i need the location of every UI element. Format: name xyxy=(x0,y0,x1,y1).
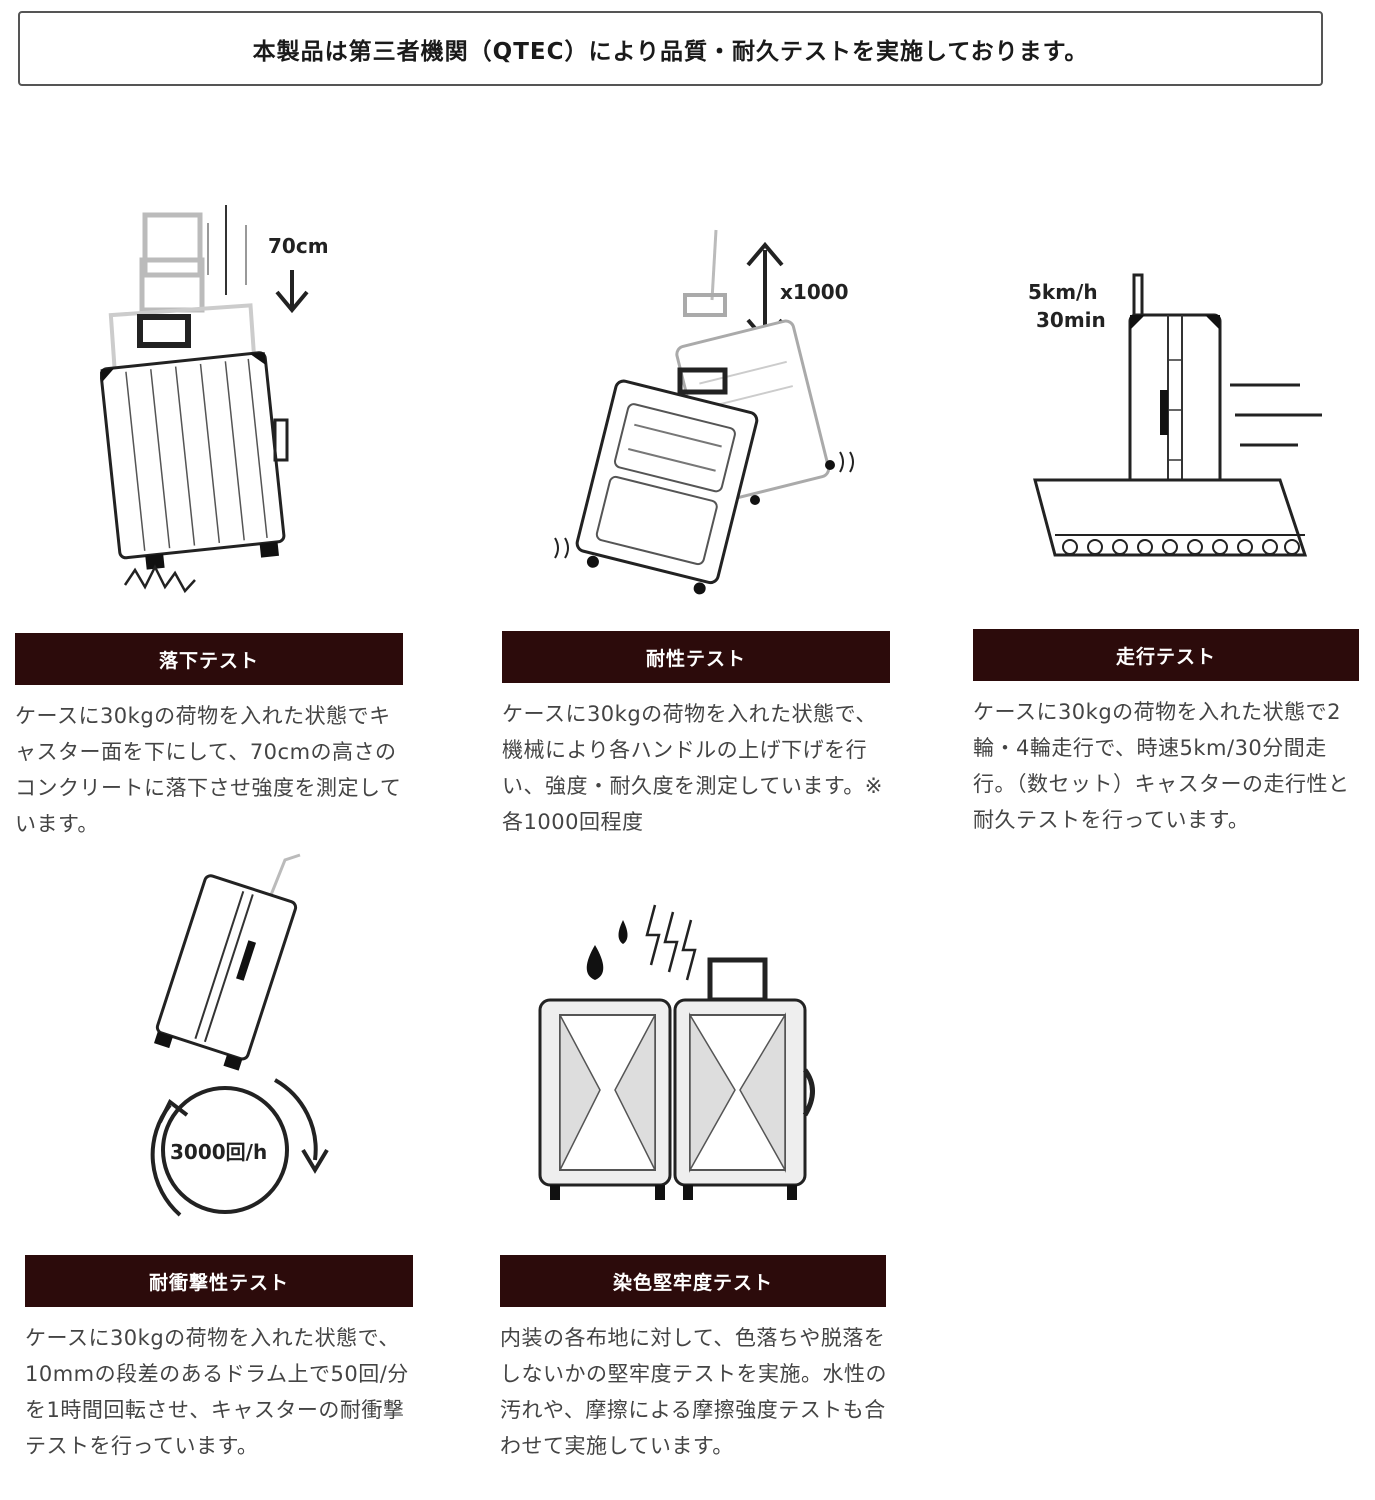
drop-height-label: 70cm xyxy=(268,234,329,258)
colorfastness-test-label: 染色堅牢度テスト xyxy=(500,1255,886,1307)
running-test-description: ケースに30kgの荷物を入れた状態で2輪・4輪走行で、時速5km/30分間走行。… xyxy=(973,700,1350,832)
colorfastness-test-description: 内装の各布地に対して、色落ちや脱落をしないかの堅牢度テストを実施。水性の汚れや、… xyxy=(500,1326,887,1458)
repeat-count-label: x1000 xyxy=(780,280,849,304)
page-banner: 本製品は第三者機関（QTEC）により品質・耐久テストを実施しております。 xyxy=(18,11,1323,86)
drop-test-suitcase-icon xyxy=(100,195,340,605)
drop-test-label: 落下テスト xyxy=(15,633,403,685)
open-suitcase-fabric-icon xyxy=(535,900,825,1210)
impact-test-description: ケースに30kgの荷物を入れた状態で、10mmの段差のあるドラム上で50回/分を… xyxy=(25,1326,409,1458)
speed-label: 5km/h xyxy=(1028,280,1098,304)
drum-test-suitcase-icon xyxy=(115,850,345,1230)
duration-label: 30min xyxy=(1036,308,1106,332)
drop-test-description: ケースに30kgの荷物を入れた状態でキャスター面を下にして、70cmの高さのコン… xyxy=(15,704,402,836)
running-test-label: 走行テスト xyxy=(973,629,1359,681)
rotation-rate-label: 3000回/h xyxy=(170,1140,268,1164)
handle-test-suitcase-icon xyxy=(540,220,870,600)
treadmill-suitcase-icon xyxy=(1030,270,1330,570)
impact-test-label: 耐衝撃性テスト xyxy=(25,1255,413,1307)
durability-test-label: 耐性テスト xyxy=(502,631,890,683)
durability-test-description: ケースに30kgの荷物を入れた状態で、機械により各ハンドルの上げ下げを行い、強度… xyxy=(502,702,883,834)
